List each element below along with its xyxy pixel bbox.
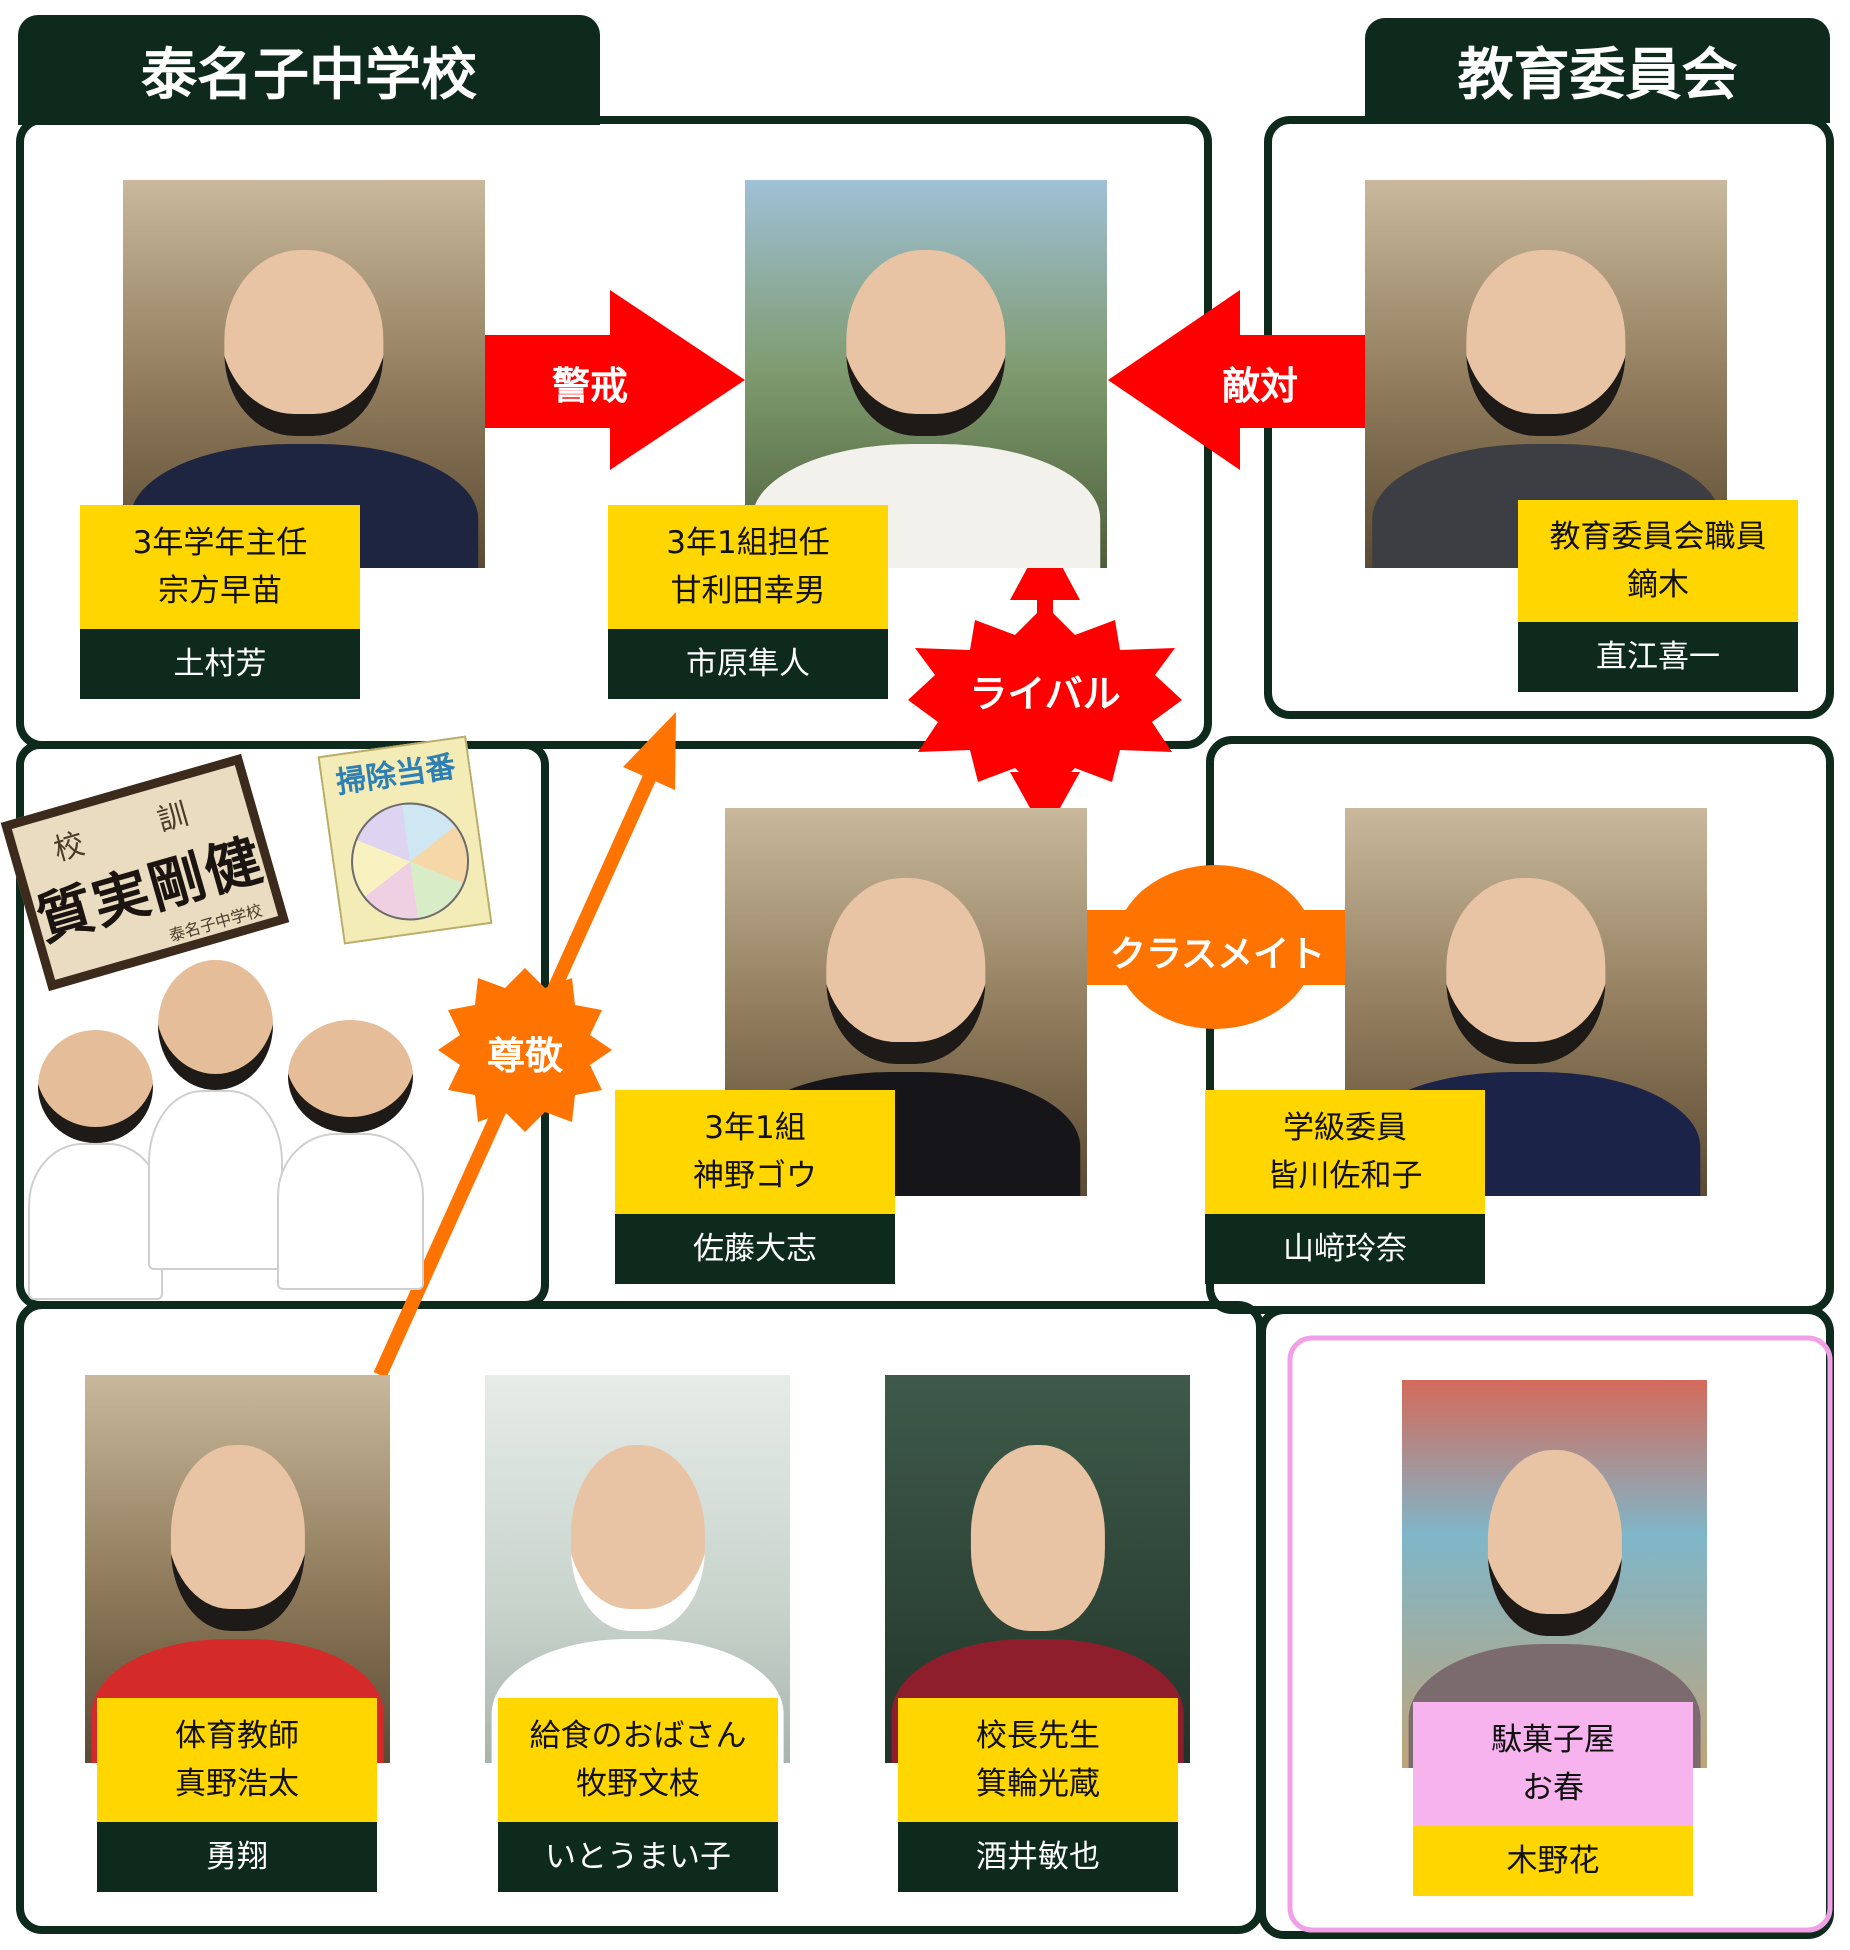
- role-title: 3年1組担任: [666, 525, 830, 561]
- sonkei-burst: [438, 968, 612, 1132]
- person-card-minowa: 校長先生 箕輪光蔵 酒井敏也: [898, 1698, 1178, 1892]
- role-title: 駄菓子屋: [1491, 1722, 1615, 1758]
- group-title-school: 泰名子中学校: [141, 42, 477, 108]
- character-name: 真野浩太: [175, 1766, 299, 1802]
- actor-name: 山﨑玲奈: [1205, 1214, 1485, 1284]
- role-title: 教育委員会職員: [1549, 519, 1767, 555]
- rival-burst: [908, 605, 1182, 798]
- photo-jinno: [725, 808, 1087, 1196]
- character-name: 甘利田幸男: [670, 573, 826, 609]
- character-name: 神野ゴウ: [693, 1158, 817, 1194]
- arrow-tekitai: [1108, 290, 1365, 470]
- group-tab-board: 教育委員会: [1365, 18, 1830, 123]
- actor-name: 勇翔: [97, 1822, 377, 1892]
- person-card-munakata: 3年学年主任 宗方早苗 土村芳: [80, 505, 360, 699]
- student-figure: [147, 960, 284, 1270]
- role-box: 体育教師 真野浩太: [97, 1698, 377, 1822]
- person-card-jinno: 3年1組 神野ゴウ 佐藤大志: [615, 1090, 895, 1284]
- actor-name: 市原隼人: [608, 629, 888, 699]
- person-card-amarita: 3年1組担任 甘利田幸男 市原隼人: [608, 505, 888, 699]
- student-figure: [27, 1030, 164, 1300]
- actor-name: いとうまい子: [498, 1822, 778, 1892]
- person-card-kaburagi: 教育委員会職員 鏑木 直江喜一: [1518, 500, 1798, 692]
- role-title: 校長先生: [976, 1718, 1100, 1754]
- person-card-minagawa: 学級委員 皆川佐和子 山﨑玲奈: [1205, 1090, 1485, 1284]
- character-name: 宗方早苗: [158, 573, 282, 609]
- group-tab-school: 泰名子中学校: [18, 15, 600, 125]
- role-title: 学級委員: [1283, 1110, 1407, 1146]
- character-name: 鏑木: [1627, 567, 1689, 603]
- rival-arrowhead-down: [1010, 772, 1080, 835]
- actor-name: 土村芳: [80, 629, 360, 699]
- role-box: 3年1組担任 甘利田幸男: [608, 505, 888, 629]
- role-title: 体育教師: [175, 1718, 299, 1754]
- students-group-image: [27, 960, 488, 1300]
- character-name: 皆川佐和子: [1267, 1158, 1423, 1194]
- role-title: 3年学年主任: [132, 525, 308, 561]
- group-title-board: 教育委員会: [1457, 43, 1738, 108]
- person-card-mano: 体育教師 真野浩太 勇翔: [97, 1698, 377, 1892]
- arrow-keikai: [485, 290, 745, 470]
- role-box: 駄菓子屋 お春: [1413, 1702, 1693, 1826]
- classmate-ellipse: [1115, 865, 1315, 1029]
- person-card-oharu: 駄菓子屋 お春 木野花: [1413, 1702, 1693, 1896]
- role-title: 給食のおばさん: [529, 1718, 747, 1754]
- character-name: 牧野文枝: [576, 1766, 700, 1802]
- role-box: 給食のおばさん 牧野文枝: [498, 1698, 778, 1822]
- frame-oharu: [1287, 1335, 1833, 1933]
- person-card-makino: 給食のおばさん 牧野文枝 いとうまい子: [498, 1698, 778, 1892]
- role-box: 教育委員会職員 鏑木: [1518, 500, 1798, 622]
- role-title: 3年1組: [704, 1110, 806, 1146]
- role-box: 学級委員 皆川佐和子: [1205, 1090, 1485, 1214]
- character-name: お春: [1522, 1770, 1584, 1806]
- duty-wheel-icon: [343, 794, 477, 929]
- character-name: 箕輪光蔵: [976, 1766, 1100, 1802]
- actor-name: 佐藤大志: [615, 1214, 895, 1284]
- actor-name: 直江喜一: [1518, 622, 1798, 692]
- student-figure: [276, 1020, 425, 1290]
- actor-name: 酒井敏也: [898, 1822, 1178, 1892]
- cleaning-duty-poster: 掃除当番: [317, 735, 493, 945]
- sonkei-arrowhead: [623, 712, 676, 790]
- actor-name: 木野花: [1413, 1826, 1693, 1896]
- role-box: 3年学年主任 宗方早苗: [80, 505, 360, 629]
- role-box: 校長先生 箕輪光蔵: [898, 1698, 1178, 1822]
- role-box: 3年1組 神野ゴウ: [615, 1090, 895, 1214]
